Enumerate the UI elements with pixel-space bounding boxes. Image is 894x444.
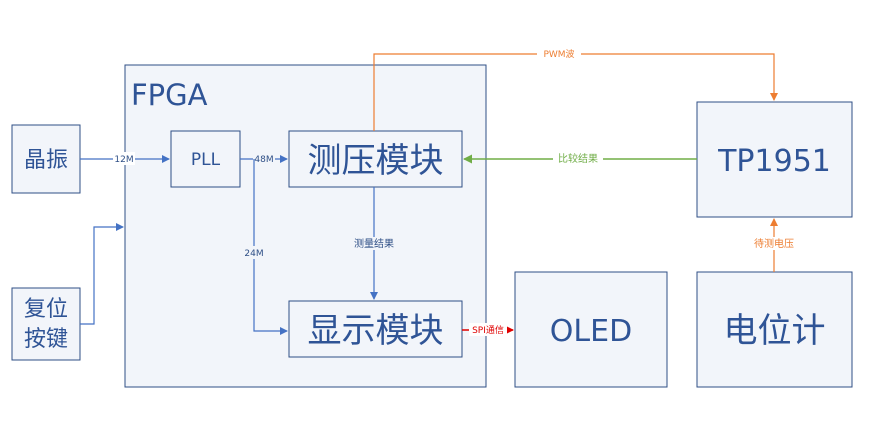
measure-module-box [288, 130, 463, 188]
clk-12m-label-bg [113, 152, 135, 165]
voltage-label-bg [750, 237, 798, 250]
crystal-label: 晶振 [24, 148, 68, 173]
oled-box [514, 271, 668, 388]
spi-label-bg [469, 323, 507, 336]
clk-24m-label: 24M [244, 249, 263, 259]
crystal-box [11, 124, 81, 194]
spi-label: SPI通信 [472, 324, 504, 336]
pwm-label-bg [537, 47, 581, 60]
display-module-label: 显示模块 [308, 311, 444, 351]
measure-result-label: 测量结果 [354, 237, 394, 250]
reset-label-line1: 复位 [24, 297, 68, 322]
reset-button-box [11, 287, 81, 361]
voltage-label: 待测电压 [754, 237, 794, 250]
clk-48m-label: 48M [254, 155, 273, 165]
tp1951-label: TP1951 [717, 144, 831, 179]
clk-24m-label-bg [242, 246, 266, 259]
potentiometer-label: 电位计 [724, 311, 826, 351]
pll-label: PLL [191, 150, 221, 170]
fpga-label: FPGA [131, 78, 208, 112]
clk-12m-label: 12M [114, 155, 133, 165]
oled-label: OLED [550, 314, 632, 349]
compare-result-label-bg [553, 152, 603, 165]
compare-result-label: 比较结果 [558, 152, 598, 165]
reset-arrow [80, 223, 124, 325]
pwm-label: PWM波 [543, 48, 574, 60]
clk-48m-label-bg [253, 152, 275, 165]
display-module-box [288, 300, 463, 358]
measure-result-label-bg [350, 237, 398, 250]
tp1951-box [696, 101, 853, 218]
reset-label-line2: 按键 [24, 327, 68, 352]
potentiometer-box [696, 271, 853, 388]
measure-module-label: 测压模块 [308, 141, 444, 181]
clk-24m-arrow [253, 159, 288, 335]
